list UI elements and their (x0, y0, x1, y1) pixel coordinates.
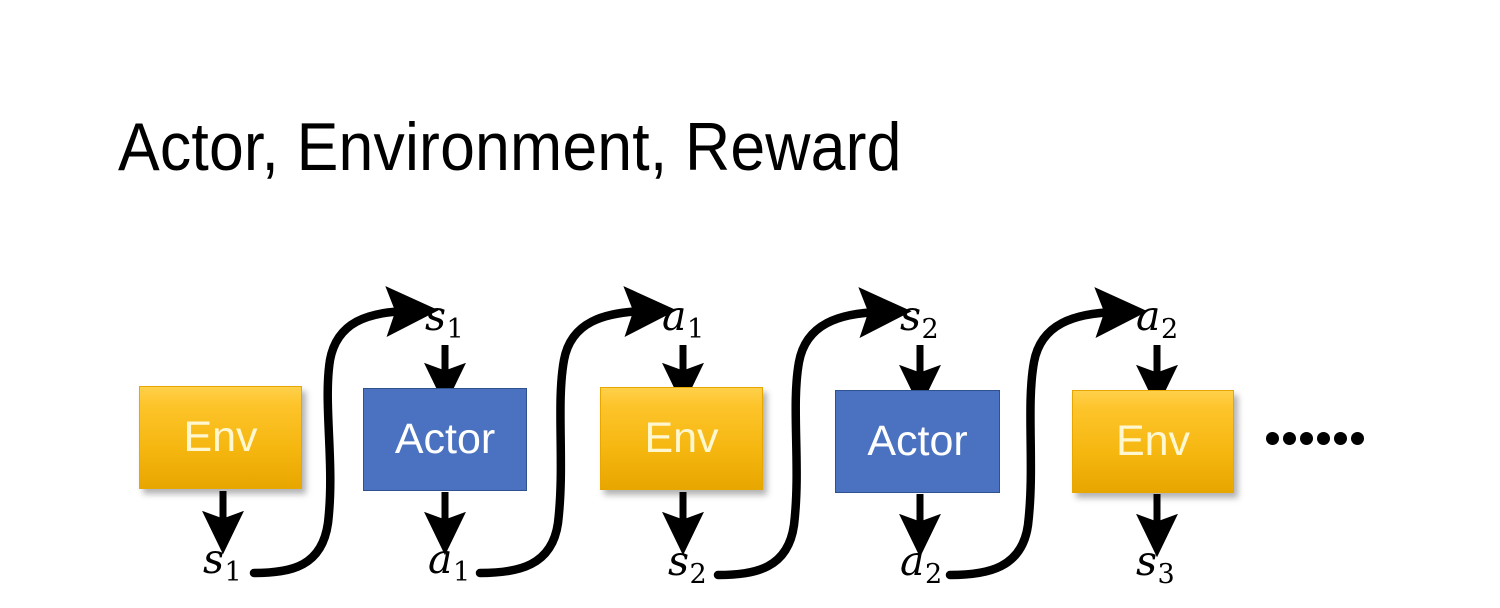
math-subscript: 2 (924, 559, 943, 591)
action-label-a2-top: a2 (1136, 296, 1179, 346)
node-label: Env (183, 413, 258, 461)
ellipsis-continuation (1266, 432, 1364, 445)
node-label: Actor (867, 417, 968, 465)
state-label-s2-bottom: s2 (668, 541, 707, 591)
math-base: s (900, 292, 922, 340)
state-label-s1-top: s1 (425, 296, 464, 346)
state-label-s1-bottom: s1 (203, 539, 242, 589)
math-base: a (428, 535, 453, 583)
math-subscript: 1 (446, 314, 464, 346)
math-subscript: 2 (1160, 314, 1179, 346)
math-subscript: 3 (1157, 559, 1175, 591)
ellipsis-dot (1300, 432, 1313, 445)
action-label-a1-top: a1 (662, 296, 705, 346)
ellipsis-dot (1317, 432, 1330, 445)
math-base: s (668, 537, 690, 585)
node-label: Env (1115, 417, 1191, 465)
math-subscript: 1 (452, 557, 471, 589)
action-label-a2-bottom: a2 (900, 541, 943, 591)
page-title: Actor, Environment, Reward (118, 109, 902, 185)
math-subscript: 2 (689, 559, 707, 591)
math-subscript: 1 (686, 314, 705, 346)
math-base: s (425, 292, 447, 340)
math-base: s (203, 535, 225, 583)
math-subscript: 1 (224, 557, 242, 589)
math-base: a (1136, 292, 1161, 340)
node-actor-2[interactable]: Actor (835, 390, 1000, 493)
state-label-s3-bottom: s3 (1136, 541, 1175, 591)
node-label: Actor (394, 415, 496, 463)
ellipsis-dot (1334, 432, 1347, 445)
state-label-s2-top: s2 (900, 296, 939, 346)
ellipsis-dot (1351, 432, 1364, 445)
math-base: a (900, 537, 925, 585)
node-actor-1[interactable]: Actor (363, 388, 527, 491)
action-label-a1-bottom: a1 (428, 539, 471, 589)
node-label: Env (644, 414, 719, 462)
math-base: a (662, 292, 687, 340)
node-env-2[interactable]: Env (600, 387, 763, 490)
math-subscript: 2 (921, 314, 939, 346)
node-env-3[interactable]: Env (1072, 390, 1234, 493)
node-env-1[interactable]: Env (139, 386, 302, 489)
math-base: s (1136, 537, 1158, 585)
ellipsis-dot (1266, 432, 1279, 445)
ellipsis-dot (1283, 432, 1296, 445)
